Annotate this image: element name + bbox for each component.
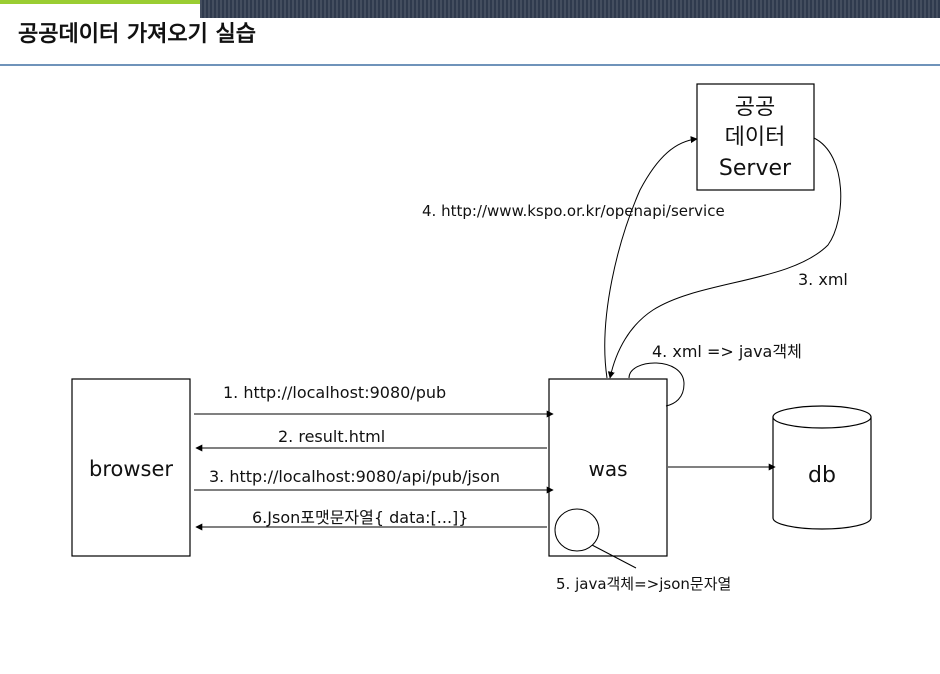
header-accent-bar xyxy=(0,0,200,4)
title-divider xyxy=(0,64,940,66)
label-step1: 1. http://localhost:9080/pub xyxy=(223,383,446,402)
slide-title: 공공데이터 가져오기 실습 xyxy=(18,22,256,47)
server-label-line1: 공공 xyxy=(735,95,775,120)
label-step3-xml: 3. xml xyxy=(798,270,848,289)
public-data-server-box xyxy=(696,83,815,191)
server-label-line2: 데이터 xyxy=(725,125,786,150)
arrow-request-to-server xyxy=(604,136,698,379)
label-step6: 6.Json포맷문자열{ data:[...]} xyxy=(252,508,468,527)
was-label: was xyxy=(588,457,627,481)
self-loop-xml-to-java xyxy=(628,362,685,407)
label-step3: 3. http://localhost:9080/api/pub/json xyxy=(209,467,500,486)
pointer-step5 xyxy=(591,544,637,569)
label-step2: 2. result.html xyxy=(278,427,385,446)
header-decor-bar xyxy=(200,0,940,18)
label-step4-convert: 4. xml => java객체 xyxy=(652,342,802,361)
json-convert-circle xyxy=(554,508,600,552)
label-step5: 5. java객체=>json문자열 xyxy=(556,575,731,593)
browser-label: browser xyxy=(89,457,173,481)
server-label-line3: Server xyxy=(719,156,792,181)
arrow-xml-response xyxy=(607,137,842,379)
db-cylinder xyxy=(772,405,872,530)
label-step4-url: 4. http://www.kspo.or.kr/openapi/service xyxy=(422,202,725,220)
browser-box xyxy=(71,378,191,557)
db-label: db xyxy=(808,463,836,488)
